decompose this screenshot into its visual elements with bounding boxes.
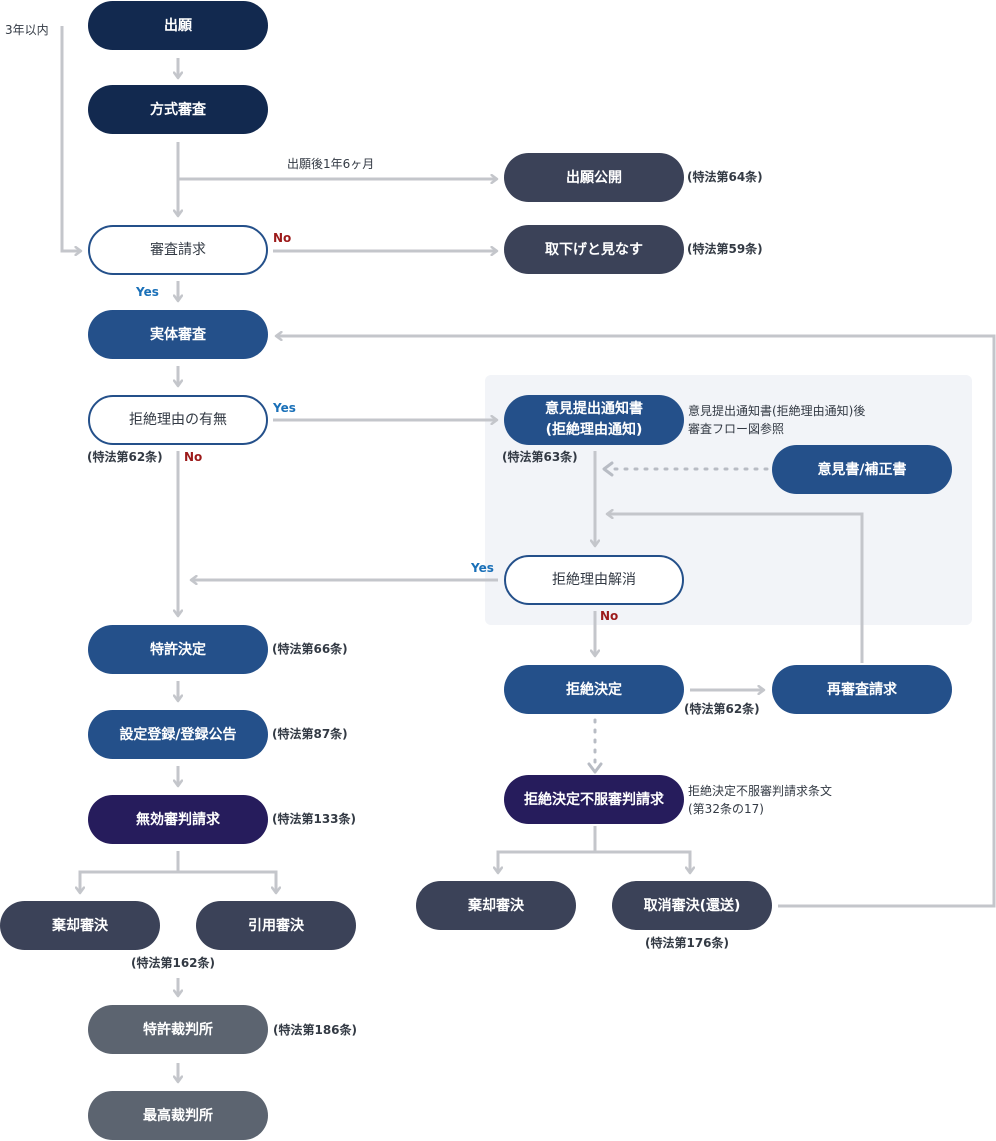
dismissal-right-node: 棄却審決	[416, 881, 576, 930]
reexamination-request-node: 再審査請求	[772, 665, 952, 714]
article-66-label: (特法第66条)	[272, 642, 348, 656]
patent-grant-node: 特許決定	[88, 625, 268, 674]
article-62-rejection-label: (特法第62条)	[684, 702, 760, 716]
connector-opinion-arrowhead	[602, 461, 614, 477]
invalidation-trial-node: 無効審判請求	[88, 795, 268, 844]
rejection-reason-check-node: 拒絶理由の有無	[88, 395, 268, 445]
yes-label-resolved: Yes	[471, 561, 494, 575]
dismissal-left-node: 棄却審決	[0, 901, 160, 950]
appeal-note-label: 拒絶決定不服審判請求条文 (第32条の17)	[688, 784, 833, 816]
article-87-label: (特法第87条)	[272, 727, 348, 741]
rejection-appeal-node: 拒絶決定不服審判請求	[504, 775, 684, 824]
patent-court-node: 特許裁判所	[88, 1005, 268, 1054]
publication-node: 出願公開	[504, 153, 684, 202]
yes-label-request: Yes	[136, 285, 159, 299]
opinion-amendment-node: 意見書/補正書	[772, 445, 952, 494]
article-62-label: (特法第62条)	[87, 450, 163, 464]
formal-examination-node: 方式審査	[88, 85, 268, 134]
article-186-label: (特法第186条)	[273, 1023, 358, 1037]
deemed-withdrawn-node: 取下げと見なす	[504, 225, 684, 274]
article-176-label: (特法第176条)	[645, 936, 730, 950]
rejection-decision-node: 拒絶決定	[504, 665, 684, 714]
cancellation-remand-node: 取消審決(還送)	[612, 881, 772, 930]
supreme-court-node: 最高裁判所	[88, 1091, 268, 1140]
within-3-years-label: 3年以内	[5, 23, 49, 37]
application-node: 出願	[88, 1, 268, 50]
connector-rejection-appeal-arrowhead	[587, 762, 603, 774]
opinion-notice-node: 意見提出通知書 (拒絶理由通知)	[504, 395, 684, 445]
article-63-label: (特法第63条)	[502, 450, 578, 464]
connector-3years	[60, 26, 81, 251]
after-18-months-label: 出願後1年6ヶ月	[287, 157, 375, 171]
connector-remand-loop	[276, 336, 996, 908]
examination-request-node: 審査請求	[88, 225, 268, 275]
connector-appeal-split	[496, 826, 692, 873]
article-64-label: (特法第64条)	[687, 170, 763, 184]
reason-resolved-node: 拒絶理由解消	[504, 555, 684, 605]
connector-invalidation-split	[78, 851, 278, 893]
acceptance-node: 引用審決	[196, 901, 356, 950]
article-133-label: (特法第133条)	[272, 812, 357, 826]
article-162-label: (特法第162条)	[131, 956, 216, 970]
opinion-note-label: 意見提出通知書(拒絶理由通知)後 審査フロー図参照	[688, 404, 866, 436]
yes-label-reason: Yes	[273, 401, 296, 415]
substantive-examination-node: 実体審査	[88, 310, 268, 359]
registration-node: 設定登録/登録公告	[88, 710, 268, 759]
no-label-reason: No	[184, 450, 203, 464]
no-label-request: No	[273, 231, 292, 245]
no-label-resolved: No	[600, 609, 619, 623]
connector-reexam-back	[607, 514, 864, 663]
article-59-label: (特法第59条)	[687, 242, 763, 256]
